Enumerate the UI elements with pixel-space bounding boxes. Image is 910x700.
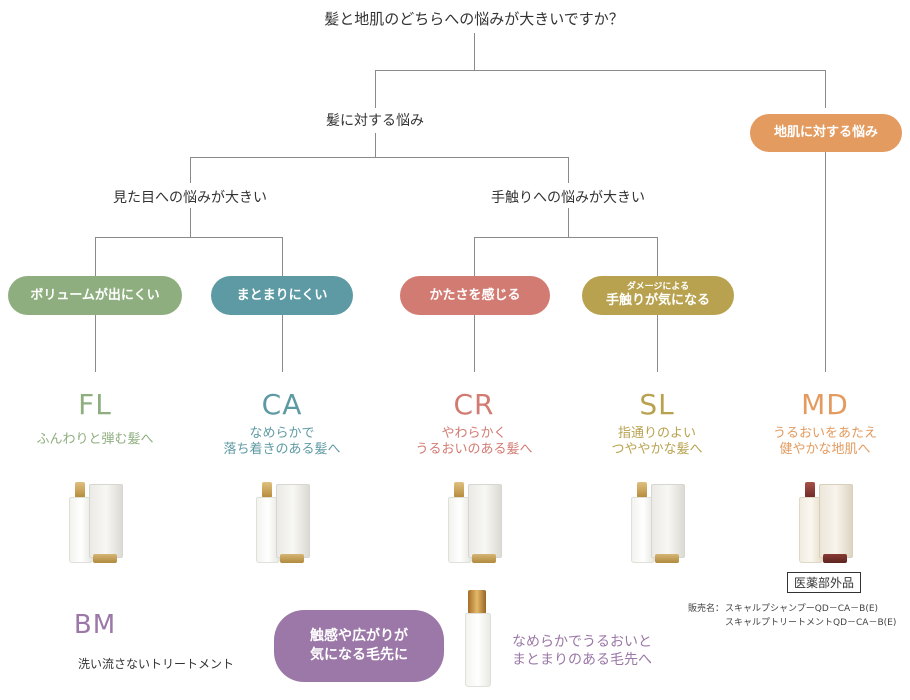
connector-line (474, 315, 475, 372)
desc-md: うるおいをあたえ 健やかな地肌へ (773, 426, 877, 458)
pill-ca: まとまりにくい (211, 276, 353, 315)
connector-line (95, 315, 96, 372)
code-fl: FL (78, 388, 112, 421)
connector-line (282, 315, 283, 372)
code-sl: SL (639, 388, 675, 421)
connector-line (474, 237, 658, 238)
branch-scalp-pill: 地肌に対する悩み (750, 114, 902, 152)
pill-ca-label: まとまりにくい (236, 287, 328, 303)
hair-look-label: 見た目への悩みが大きい (113, 190, 267, 206)
connector-line (190, 208, 191, 238)
desc-fl: ふんわりと弾む髪へ (36, 432, 153, 448)
branch-hair-label: 髪に対する悩み (326, 113, 424, 129)
code-ca: CA (261, 388, 303, 421)
pill-cr-label: かたさを感じる (429, 287, 521, 303)
connector-line (568, 208, 569, 238)
seller-line-1: スキャルプシャンプーQD－CA－B(E) (725, 604, 879, 614)
code-bm: BM (73, 610, 117, 640)
bm-pill-line2: 気になる毛先に (310, 647, 408, 663)
desc-ca-line2: 落ち着きのある髪へ (223, 442, 341, 457)
connector-line (375, 70, 826, 71)
code-md: MD (801, 388, 849, 421)
desc-ca: なめらかで 落ち着きのある髪へ (223, 426, 340, 458)
seller-label: 販売名： (688, 604, 725, 614)
bm-pill-line1: 触感や広がりが (310, 628, 408, 645)
desc-sl: 指通りのよい つややかな髪へ (611, 426, 702, 458)
connector-line (375, 133, 376, 158)
product-image-fl (67, 482, 127, 564)
branch-scalp-label: 地肌に対する悩み (773, 125, 878, 141)
desc-fl-line1: ふんわりと弾む髪へ (36, 432, 154, 447)
code-cr: CR (453, 388, 495, 421)
product-image-cr (446, 482, 506, 564)
connector-line (375, 70, 376, 108)
connector-line (825, 150, 826, 372)
connector-line (657, 315, 658, 372)
connector-line (190, 157, 568, 158)
pill-cr: かたさを感じる (400, 276, 550, 315)
connector-line (474, 33, 475, 71)
product-image-md (797, 482, 857, 564)
bm-desc-line1: なめらかでうるおいと (512, 634, 652, 650)
question-title: 髪と地肌のどちらへの悩みが大きいですか？ (324, 10, 624, 28)
connector-line (474, 237, 475, 277)
desc-md-line1: うるおいをあたえ (772, 426, 878, 441)
desc-cr-line1: やわらかく (441, 426, 507, 441)
desc-cr: やわらかく うるおいのある髪へ (415, 426, 532, 458)
product-image-ca (254, 482, 314, 564)
desc-ca-line1: なめらかで (249, 426, 315, 441)
hair-touch-label: 手触りへの悩みが大きい (491, 190, 645, 206)
pill-fl: ボリュームが出にくい (8, 276, 182, 315)
connector-line (190, 157, 191, 183)
pill-sl-small-label: ダメージによる (626, 282, 690, 293)
connector-line (282, 237, 283, 277)
connector-line (825, 70, 826, 108)
pill-sl: ダメージによる 手触りが気になる (582, 276, 734, 315)
seller-line-2: スキャルプトリートメントQD－CA－B(E) (725, 618, 897, 628)
pill-sl-label: 手触りが気になる (605, 293, 710, 309)
desc-sl-line1: 指通りのよい (617, 426, 697, 441)
product-image-sl (629, 482, 689, 564)
bm-subtitle: 洗い流さないトリートメント (78, 657, 235, 671)
connector-line (568, 157, 569, 183)
quasi-drug-badge: 医薬部外品 (787, 572, 862, 593)
bm-pill: 触感や広がりが 気になる毛先に (274, 610, 444, 682)
connector-line (95, 237, 96, 277)
desc-cr-line2: うるおいのある髪へ (415, 442, 533, 457)
desc-md-line2: 健やかな地肌へ (779, 442, 871, 457)
pill-fl-label: ボリュームが出にくい (30, 287, 160, 303)
bm-desc: なめらかでうるおいと まとまりのある毛先へ (512, 633, 652, 669)
bm-desc-line2: まとまりのある毛先へ (512, 652, 652, 668)
connector-line (657, 237, 658, 277)
product-image-bm (462, 590, 492, 690)
connector-line (95, 237, 283, 238)
desc-sl-line2: つややかな髪へ (611, 442, 703, 457)
